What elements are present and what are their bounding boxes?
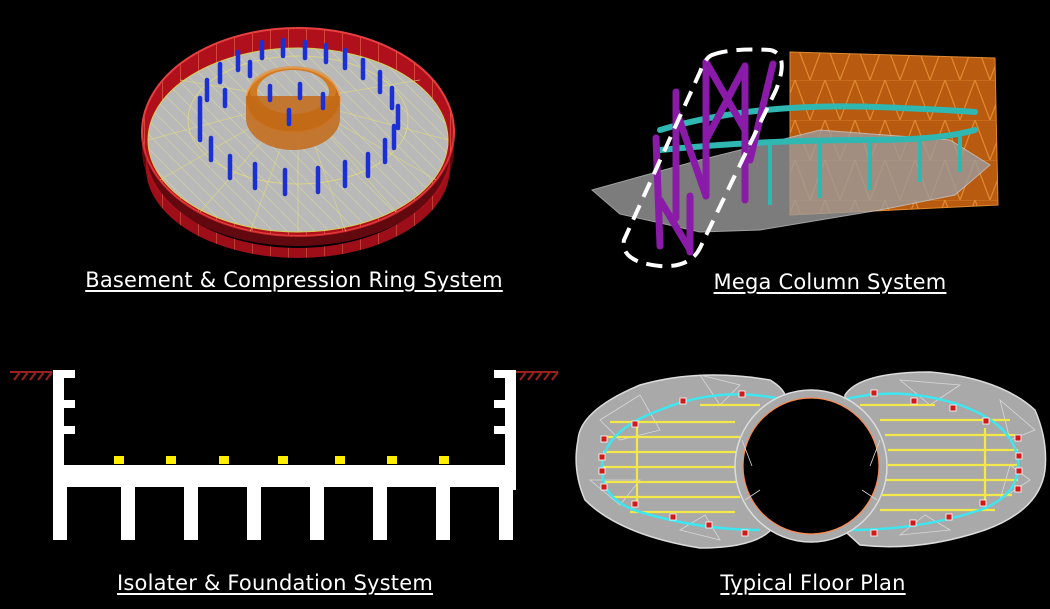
foundation-section-drawing <box>10 370 559 540</box>
isolator-caption: Isolater & Foundation System <box>116 571 434 595</box>
mega-column-drawing <box>590 47 999 269</box>
floor-plan-drawing <box>575 371 1047 549</box>
basement-caption: Basement & Compression Ring System <box>85 268 503 292</box>
mega-column-caption: Mega Column System <box>713 270 947 294</box>
basement-ring-drawing <box>141 27 455 258</box>
floor-plan-caption: Typical Floor Plan <box>720 571 906 595</box>
